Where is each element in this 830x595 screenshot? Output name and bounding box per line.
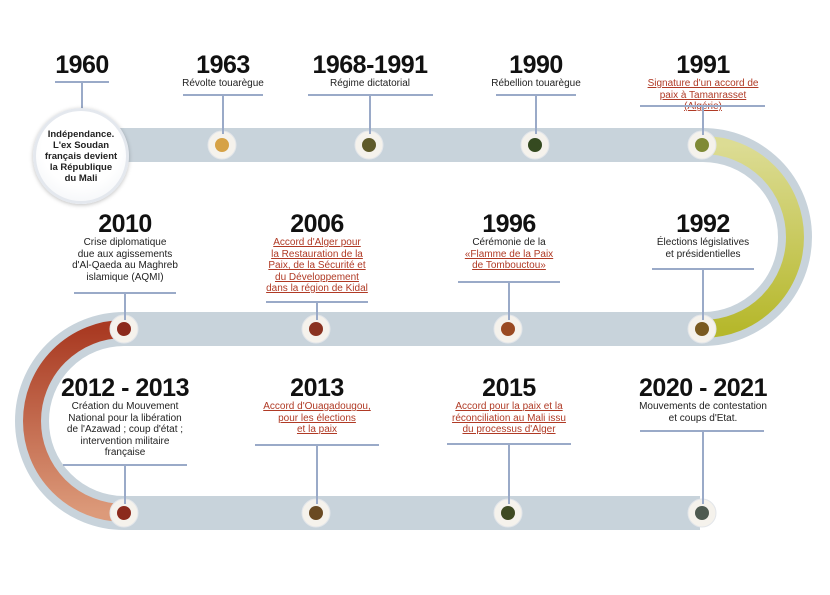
event-year: 2020 - 2021 xyxy=(639,374,767,402)
event-link[interactable]: «Flamme de la Paix de Tombouctou» xyxy=(464,248,554,272)
event-1960: 1960 xyxy=(55,52,109,78)
event-year: 1996 xyxy=(482,210,536,238)
event-stem xyxy=(702,105,704,135)
event-desc: Mouvements de contestation et coups d'Et… xyxy=(639,401,767,424)
event-2013: 2013 Accord d'Ouagadougou, pour les élec… xyxy=(263,375,371,436)
node-dot xyxy=(695,506,709,520)
event-2020-2021: 2020 - 2021 Mouvements de contestation e… xyxy=(639,375,767,424)
intro-text: Indépendance. L'ex Soudan français devie… xyxy=(44,128,118,184)
event-1991: 1991 Signature d'un accord de paix à Tam… xyxy=(640,52,767,113)
event-stem xyxy=(508,443,510,504)
node-dot xyxy=(117,322,131,336)
event-year: 2013 xyxy=(290,374,344,402)
event-1992: 1992 Élections législatives et président… xyxy=(657,211,749,260)
event-desc: Régime dictatorial xyxy=(329,78,411,89)
node-dot xyxy=(117,506,131,520)
node-dot xyxy=(309,322,323,336)
timeline-node xyxy=(354,130,384,160)
event-year: 2015 xyxy=(482,374,536,402)
event-1996: 1996 Cérémonie de la «Flamme de la Paix … xyxy=(465,211,553,272)
event-year: 2006 xyxy=(290,210,344,238)
timeline-node xyxy=(687,498,717,528)
event-desc: Création du Mouvement National pour la l… xyxy=(66,401,184,458)
event-stem xyxy=(124,292,126,320)
event-desc: Crise diplomatique due aux agissements d… xyxy=(72,237,178,283)
event-2010: 2010 Crise diplomatique due aux agisseme… xyxy=(72,211,178,283)
timeline-node xyxy=(687,130,717,160)
node-dot xyxy=(695,322,709,336)
event-link[interactable]: Accord pour la paix et la réconciliation… xyxy=(452,401,566,435)
track-arc-left xyxy=(23,320,125,522)
timeline-node xyxy=(109,314,139,344)
node-dot xyxy=(309,506,323,520)
node-dot xyxy=(501,506,515,520)
timeline-node xyxy=(493,314,523,344)
event-1963: 1963 Révolte touarègue xyxy=(182,52,264,90)
event-year: 2010 xyxy=(98,210,152,238)
event-year: 1963 xyxy=(196,51,250,79)
event-desc: Révolte touarègue xyxy=(182,78,264,89)
event-2015: 2015 Accord pour la paix et la réconcili… xyxy=(452,375,566,436)
event-year: 2012 - 2013 xyxy=(61,374,189,402)
event-2012-2013: 2012 - 2013 Création du Mouvement Nation… xyxy=(61,375,189,459)
event-year: 1991 xyxy=(676,51,730,79)
timeline-node xyxy=(687,314,717,344)
node-dot xyxy=(215,138,229,152)
event-rule xyxy=(308,94,433,96)
event-desc: Rébellion touarègue xyxy=(491,78,581,89)
event-link[interactable]: Accord d'Ouagadougou, pour les élections… xyxy=(263,401,371,435)
event-year: 1992 xyxy=(676,210,730,238)
event-1990: 1990 Rébellion touarègue xyxy=(491,52,581,90)
timeline-node xyxy=(520,130,550,160)
event-stem xyxy=(124,464,126,504)
node-dot xyxy=(695,138,709,152)
event-year: 1968-1991 xyxy=(312,51,428,79)
event-2006: 2006 Accord d'Alger pour la Restauration… xyxy=(266,211,368,295)
event-link[interactable]: Accord d'Alger pour la Restauration de l… xyxy=(266,237,368,294)
event-1968-1991: 1968-1991 Régime dictatorial xyxy=(312,51,428,90)
node-dot xyxy=(528,138,542,152)
event-stem xyxy=(316,444,318,504)
event-stem xyxy=(702,268,704,320)
event-stem xyxy=(535,94,537,134)
event-stem xyxy=(81,81,83,109)
event-stem xyxy=(508,281,510,320)
intro-circle: Indépendance. L'ex Soudan français devie… xyxy=(33,108,129,204)
node-dot xyxy=(501,322,515,336)
event-desc: Cérémonie de la xyxy=(472,237,546,248)
event-stem xyxy=(222,94,224,134)
timeline-node xyxy=(207,130,237,160)
event-year: 1960 xyxy=(55,51,109,79)
timeline-node xyxy=(301,314,331,344)
event-stem xyxy=(369,94,371,134)
node-dot xyxy=(362,138,376,152)
event-year: 1990 xyxy=(509,51,563,79)
event-stem xyxy=(316,301,318,320)
event-desc: Élections législatives et présidentielle… xyxy=(656,237,750,260)
track-arc-right xyxy=(702,136,804,338)
event-stem xyxy=(702,430,704,504)
timeline-node xyxy=(301,498,331,528)
